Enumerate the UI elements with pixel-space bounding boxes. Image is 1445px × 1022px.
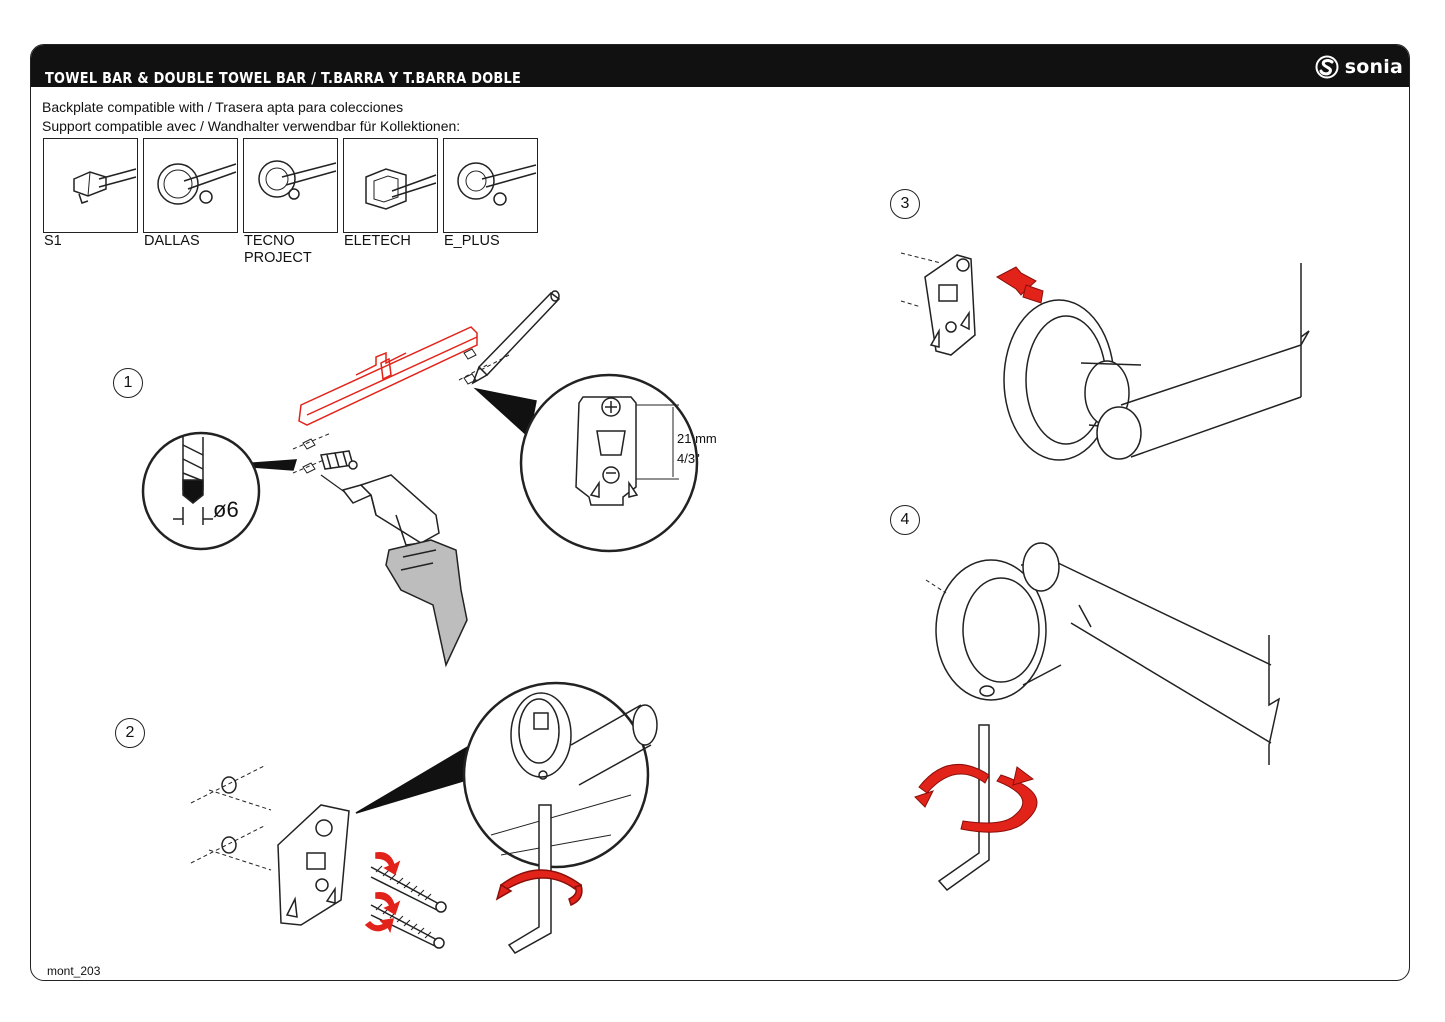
push-arrow-icon	[996, 266, 1044, 304]
brand-name: sonia	[1344, 56, 1403, 78]
collection-label-e-plus: E_PLUS	[444, 233, 500, 249]
e-plus-backplate-icon	[443, 138, 538, 233]
measure-in-label: 4/3"	[677, 451, 700, 466]
instruction-sheet: TOWEL BAR & DOUBLE TOWEL BAR / T.BARRA Y…	[30, 44, 1410, 981]
pencil-icon	[471, 290, 561, 385]
step-number-4: 4	[890, 505, 920, 535]
screw-icon	[370, 865, 447, 913]
installation-illustrations: ø6 21 mm 4/3"	[141, 252, 1310, 954]
sonia-s-logo-icon	[1315, 55, 1339, 79]
header-bar: TOWEL BAR & DOUBLE TOWEL BAR / T.BARRA Y…	[31, 45, 1409, 87]
backplate-measure-detail	[473, 373, 699, 553]
towel-bar-step4	[925, 542, 1281, 765]
drill-bit-detail	[141, 431, 298, 551]
collection-label-s1: S1	[44, 233, 62, 249]
screw-icon	[370, 903, 445, 949]
tecno-project-backplate-icon	[243, 138, 338, 233]
dallas-backplate-icon	[143, 138, 238, 233]
brand-logo: sonia	[1315, 55, 1403, 79]
collection-label-eletech: ELETECH	[344, 233, 411, 249]
document-code: mont_203	[47, 964, 101, 978]
rotate-arrow-icon	[364, 852, 401, 934]
s1-backplate-icon	[43, 138, 138, 233]
step-number-1: 1	[113, 368, 143, 398]
measure-mm-label: 21 mm	[677, 431, 717, 446]
allen-key-icon	[507, 804, 552, 954]
drill-size-label: ø6	[213, 497, 239, 522]
rotate-arrow-icon	[495, 869, 583, 907]
eletech-backplate-icon	[343, 138, 438, 233]
step2-detail	[355, 681, 658, 869]
collection-label-tecno-project: TECNO PROJECT	[244, 233, 312, 266]
step-number-2: 2	[115, 718, 145, 748]
wall-holes-guides	[190, 764, 272, 871]
page-title: TOWEL BAR & DOUBLE TOWEL BAR / T.BARRA Y…	[45, 69, 522, 87]
electric-drill-icon	[320, 474, 440, 546]
rotate-arrow-icon	[914, 763, 1038, 833]
compatibility-line-2: Support compatible avec / Wandhalter ver…	[42, 118, 461, 134]
wall-plug-icon	[320, 450, 358, 470]
step-number-3: 3	[890, 189, 920, 219]
collection-label-dallas: DALLAS	[144, 233, 200, 249]
reference-number: 130606	[1407, 933, 1410, 970]
towel-bar-step3	[1003, 263, 1310, 461]
backplate-step3-icon	[900, 252, 976, 356]
red-drilling-template	[298, 326, 478, 426]
backplate-step2-icon	[277, 804, 350, 926]
hand-icon	[385, 539, 468, 668]
compatibility-line-1: Backplate compatible with / Trasera apta…	[42, 99, 404, 115]
allen-key-icon	[937, 724, 990, 892]
